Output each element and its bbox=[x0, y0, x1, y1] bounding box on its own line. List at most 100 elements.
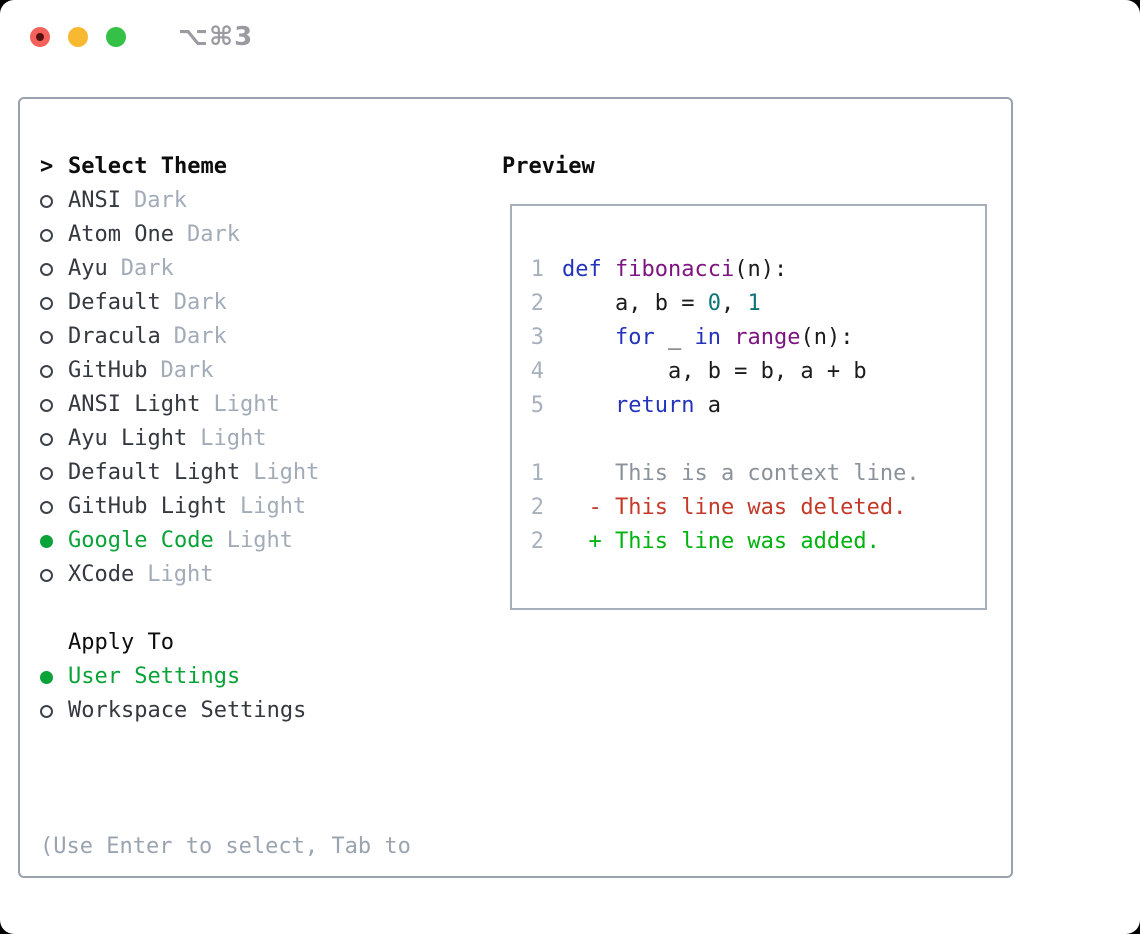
apply-option-user-settings[interactable]: User Settings bbox=[40, 660, 480, 694]
code-token: in bbox=[694, 325, 721, 350]
code-token: def bbox=[562, 257, 602, 282]
select-theme-title: Select Theme bbox=[68, 154, 227, 179]
code-token bbox=[602, 257, 615, 282]
radio-icon bbox=[40, 194, 53, 208]
code-token: a, b = b, a + b bbox=[562, 359, 867, 384]
theme-option-label: Atom One bbox=[68, 222, 174, 247]
theme-option-label: Dracula bbox=[68, 324, 161, 349]
variant-tag: Dark bbox=[186, 222, 240, 247]
preview-code-line: 2 - This line was deleted. bbox=[528, 491, 985, 525]
preview-code-line: 2 a, b = 0, 1 bbox=[528, 287, 985, 321]
radio-icon bbox=[40, 296, 53, 310]
variant-tag: Dark bbox=[120, 256, 174, 281]
code-token: a bbox=[694, 393, 721, 418]
code-token: (n): bbox=[800, 325, 854, 350]
radio-icon bbox=[40, 398, 53, 412]
marker bbox=[40, 330, 68, 344]
theme-option-dracula[interactable]: Dracula Dark bbox=[40, 320, 480, 354]
variant-tag: Dark bbox=[133, 188, 187, 213]
radio-icon bbox=[40, 228, 53, 242]
code-text: for _ in range(n): bbox=[562, 321, 853, 355]
theme-option-label: Default Light bbox=[68, 460, 241, 485]
code-text: def fibonacci(n): bbox=[562, 253, 787, 287]
code-token: fibonacci bbox=[615, 257, 735, 282]
line-number bbox=[528, 423, 544, 457]
code-token bbox=[562, 325, 615, 350]
radio-icon bbox=[40, 330, 53, 344]
theme-option-ayu[interactable]: Ayu Dark bbox=[40, 252, 480, 286]
code-token: This is a context line. bbox=[562, 461, 920, 486]
radio-icon bbox=[40, 466, 53, 480]
theme-option-github[interactable]: GitHub Dark bbox=[40, 354, 480, 388]
marker bbox=[40, 228, 68, 242]
radio-icon bbox=[40, 500, 53, 514]
line-number: 1 bbox=[530, 461, 544, 486]
theme-option-default-light[interactable]: Default Light Light bbox=[40, 456, 480, 490]
code-text: This is a context line. bbox=[562, 457, 920, 491]
preview-code-line: 2 + This line was added. bbox=[528, 525, 985, 559]
apply-to-title-row: Apply To bbox=[40, 626, 480, 660]
code-token: for bbox=[614, 325, 655, 350]
spacer bbox=[40, 728, 480, 762]
marker bbox=[40, 364, 68, 378]
variant-tag: Light bbox=[213, 392, 280, 417]
variant-tag: Dark bbox=[173, 290, 227, 315]
radio-icon bbox=[40, 568, 53, 582]
variant-tag: Dark bbox=[173, 324, 227, 349]
code-token: 1 bbox=[747, 291, 761, 316]
spacer bbox=[40, 592, 480, 626]
code-token: + This line was added. bbox=[562, 529, 880, 554]
theme-option-label: GitHub bbox=[68, 358, 148, 383]
code-token: 0 bbox=[707, 291, 721, 316]
marker bbox=[40, 704, 68, 718]
radio-icon bbox=[40, 704, 53, 718]
apply-option-label: User Settings bbox=[68, 664, 241, 689]
variant-tag: Light bbox=[147, 562, 214, 587]
line-number: 2 bbox=[530, 529, 544, 554]
marker bbox=[40, 432, 68, 446]
keyboard-hint: (Use Enter to select, Tab to change focu… bbox=[40, 762, 480, 934]
window-titlebar: ⌥⌘3 bbox=[0, 0, 1140, 74]
code-token: (n): bbox=[734, 257, 788, 282]
variant-tag: Light bbox=[253, 460, 320, 485]
line-number: 4 bbox=[530, 359, 544, 384]
line-number: 1 bbox=[530, 257, 544, 282]
code-token: a, b = bbox=[562, 291, 708, 316]
apply-option-workspace-settings[interactable]: Workspace Settings bbox=[40, 694, 480, 728]
preview-code-line: 1 This is a context line. bbox=[528, 457, 985, 491]
theme-option-label: Default bbox=[68, 290, 161, 315]
variant-tag: Dark bbox=[160, 358, 214, 383]
code-token: - This line was deleted. bbox=[562, 495, 907, 520]
variant-tag: Light bbox=[226, 528, 293, 553]
theme-option-label: Ayu bbox=[68, 256, 108, 281]
code-token: range bbox=[734, 325, 801, 350]
minimize-button[interactable] bbox=[68, 27, 88, 47]
preview-code-line: 4 a, b = b, a + b bbox=[528, 355, 985, 389]
theme-option-label: Ayu Light bbox=[68, 426, 188, 451]
maximize-button[interactable] bbox=[106, 27, 126, 47]
preview-code-line: 5 return a bbox=[528, 389, 985, 423]
line-number: 2 bbox=[530, 495, 544, 520]
preview-title: Preview bbox=[502, 154, 595, 179]
window-shortcut-label: ⌥⌘3 bbox=[178, 22, 254, 52]
line-number: 5 bbox=[530, 393, 544, 418]
code-token: , bbox=[720, 291, 748, 316]
theme-option-default[interactable]: Default Dark bbox=[40, 286, 480, 320]
theme-option-label: GitHub Light bbox=[68, 494, 227, 519]
edited-dot-icon bbox=[36, 33, 44, 41]
close-button[interactable] bbox=[30, 27, 50, 47]
preview-code-line: 3 for _ in range(n): bbox=[528, 321, 985, 355]
variant-tag: Light bbox=[200, 426, 267, 451]
theme-option-atom-one[interactable]: Atom One Dark bbox=[40, 218, 480, 252]
theme-option-ayu-light[interactable]: Ayu Light Light bbox=[40, 422, 480, 456]
code-token bbox=[721, 325, 734, 350]
